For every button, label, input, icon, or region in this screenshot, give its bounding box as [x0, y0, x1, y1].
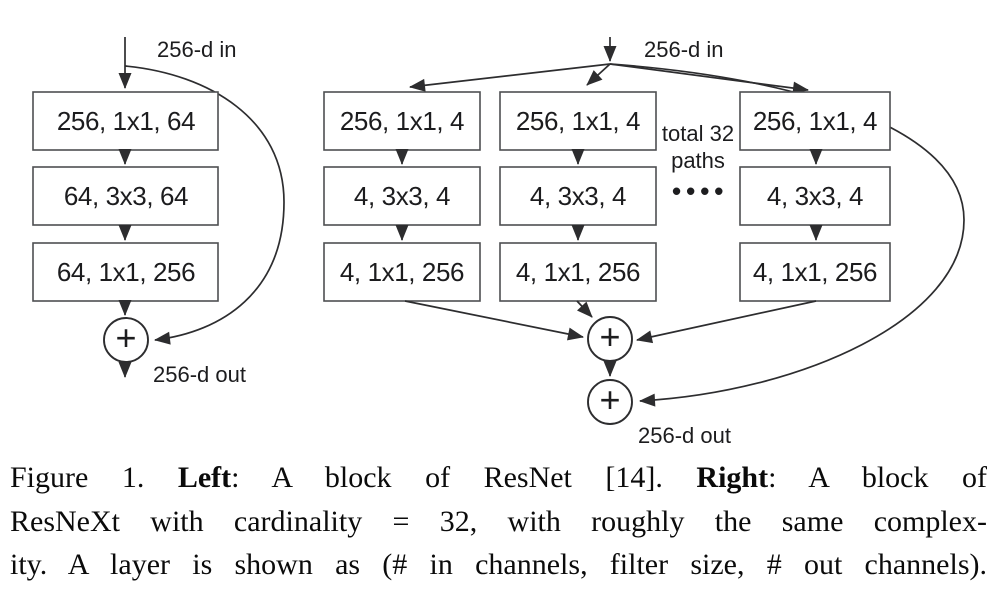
resnext-path2-label-1: 256, 1x1, 4	[516, 106, 640, 136]
caption-text: : A block of	[768, 461, 987, 494]
resnet-plus-symbol: +	[115, 317, 136, 358]
resnext-plus-symbol-1: +	[599, 316, 620, 357]
resnext-plus-symbol-2: +	[599, 379, 620, 420]
resnext-path32-label-2: 4, 3x3, 4	[767, 181, 863, 211]
resnext-path2-box-3	[499, 242, 657, 302]
resnext-path1-label-2: 4, 3x3, 4	[354, 181, 450, 211]
resnext-path1-label-1: 256, 1x1, 4	[340, 106, 464, 136]
resnext-converge-arrow-2	[576, 300, 593, 318]
resnext-fanout-arrow-2	[586, 63, 611, 86]
resnext-fanout-arrow-3	[609, 63, 809, 95]
caption-line-2: ResNeXt with cardinality = 32, with roug…	[10, 504, 987, 538]
resnext-path1-box-3	[323, 242, 481, 302]
resnext-path1-label-3: 4, 1x1, 256	[340, 257, 464, 287]
resnext-sum-circle-2	[587, 379, 633, 425]
caption-line-1: Figure 1. Left: A block of ResNet [14]. …	[10, 456, 987, 500]
resnext-total-paths-note-line2: paths	[671, 148, 725, 173]
resnext-path32-label-3: 4, 1x1, 256	[753, 257, 877, 287]
resnext-path32-box-3	[739, 242, 891, 302]
resnext-fanout-arrow-1	[409, 63, 611, 92]
resnext-path1-box-2	[323, 166, 481, 226]
resnet-layer-box-3	[32, 242, 219, 302]
resnext-converge-arrow-1	[404, 300, 584, 341]
resnext-path1-box-1	[323, 91, 481, 151]
resnet-layer-label-1: 256, 1x1, 64	[57, 106, 195, 136]
resnet-output-label: 256-d out	[153, 362, 246, 387]
resnet-input-label: 256-d in	[157, 37, 237, 62]
resnext-converge-arrow-3	[636, 300, 817, 344]
resnext-output-label: 256-d out	[638, 423, 731, 448]
resnet-layer-label-2: 64, 3x3, 64	[64, 181, 188, 211]
resnet-layer-label-3: 64, 1x1, 256	[57, 257, 195, 287]
resnext-path32-box-1	[739, 91, 891, 151]
caption-line-3: ity. A layer is shown as (# in channels,…	[10, 548, 987, 581]
resnet-skip-connection	[124, 65, 285, 345]
resnext-path2-box-2	[499, 166, 657, 226]
resnet-layer-box-2	[32, 166, 219, 226]
ellipsis-dots-icon: ••••	[672, 176, 728, 206]
resnext-skip-connection	[609, 63, 965, 407]
resnet-layer-box-1	[32, 91, 219, 151]
resnext-path2-box-1	[499, 91, 657, 151]
resnext-path32-label-1: 256, 1x1, 4	[753, 106, 877, 136]
caption-text: Figure 1.	[10, 461, 178, 494]
resnext-total-paths-note-line1: total 32	[662, 121, 734, 146]
caption-bold-right: Right	[696, 461, 769, 494]
resnext-path2-label-2: 4, 3x3, 4	[530, 181, 626, 211]
caption-bold-left: Left	[177, 461, 232, 494]
figure-caption: Figure 1. Left: A block of ResNet [14]. …	[10, 456, 987, 587]
caption-text: : A block of ResNet [14].	[231, 461, 697, 494]
resnext-path2-label-3: 4, 1x1, 256	[516, 257, 640, 287]
resnext-path32-box-2	[739, 166, 891, 226]
resnet-resnext-diagram: + 256-d in 256-d out 256, 1x1, 64 64, 3x…	[32, 37, 965, 448]
resnext-input-label: 256-d in	[644, 37, 724, 62]
